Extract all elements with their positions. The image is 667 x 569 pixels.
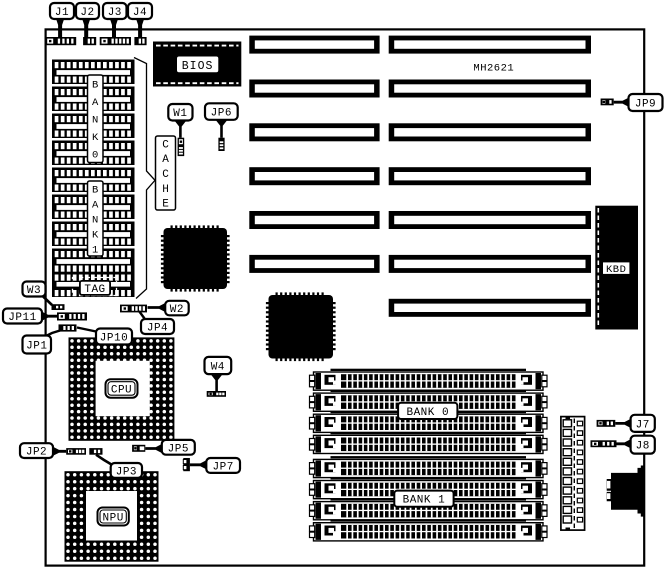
svg-text:E: E bbox=[162, 199, 169, 211]
svg-text:J3: J3 bbox=[108, 7, 122, 19]
svg-text:J1: J1 bbox=[55, 7, 69, 19]
svg-text:JP10: JP10 bbox=[100, 333, 128, 345]
svg-text:JP11: JP11 bbox=[8, 312, 36, 324]
svg-text:NPU: NPU bbox=[103, 512, 124, 524]
svg-text:C: C bbox=[162, 139, 169, 151]
svg-text:BANK 1: BANK 1 bbox=[403, 495, 446, 507]
svg-text:JP5: JP5 bbox=[168, 443, 189, 455]
svg-text:JP3: JP3 bbox=[116, 466, 137, 478]
svg-text:J7: J7 bbox=[636, 419, 650, 431]
svg-text:CPU: CPU bbox=[111, 385, 132, 397]
svg-text:K: K bbox=[92, 132, 99, 144]
svg-text:BANK 0: BANK 0 bbox=[406, 407, 449, 419]
svg-text:N: N bbox=[92, 214, 98, 226]
svg-text:J2: J2 bbox=[80, 7, 94, 19]
svg-text:J8: J8 bbox=[636, 441, 650, 453]
svg-text:JP4: JP4 bbox=[147, 323, 168, 335]
svg-text:K: K bbox=[92, 229, 99, 241]
svg-text:1: 1 bbox=[92, 244, 98, 256]
svg-text:MH2621: MH2621 bbox=[473, 62, 514, 74]
svg-text:W2: W2 bbox=[170, 304, 184, 316]
svg-text:N: N bbox=[92, 115, 98, 127]
svg-text:JP9: JP9 bbox=[635, 99, 656, 111]
svg-text:A: A bbox=[92, 97, 99, 109]
svg-text:0: 0 bbox=[92, 150, 98, 162]
svg-text:W1: W1 bbox=[173, 108, 187, 120]
svg-text:C: C bbox=[162, 169, 169, 181]
svg-text:A: A bbox=[162, 154, 169, 166]
svg-text:B: B bbox=[92, 80, 98, 92]
svg-text:KBD: KBD bbox=[606, 264, 626, 276]
svg-text:A: A bbox=[92, 199, 99, 211]
svg-text:H: H bbox=[162, 184, 169, 196]
svg-text:W4: W4 bbox=[211, 362, 225, 374]
svg-text:W3: W3 bbox=[27, 285, 41, 297]
svg-text:B: B bbox=[92, 184, 98, 196]
svg-text:JP1: JP1 bbox=[26, 341, 47, 353]
svg-text:TAG: TAG bbox=[84, 284, 105, 296]
svg-text:JP7: JP7 bbox=[213, 461, 234, 473]
svg-text:J4: J4 bbox=[133, 7, 147, 19]
svg-text:BIOS: BIOS bbox=[182, 60, 214, 73]
svg-text:JP6: JP6 bbox=[211, 108, 232, 120]
svg-text:JP2: JP2 bbox=[26, 447, 47, 459]
